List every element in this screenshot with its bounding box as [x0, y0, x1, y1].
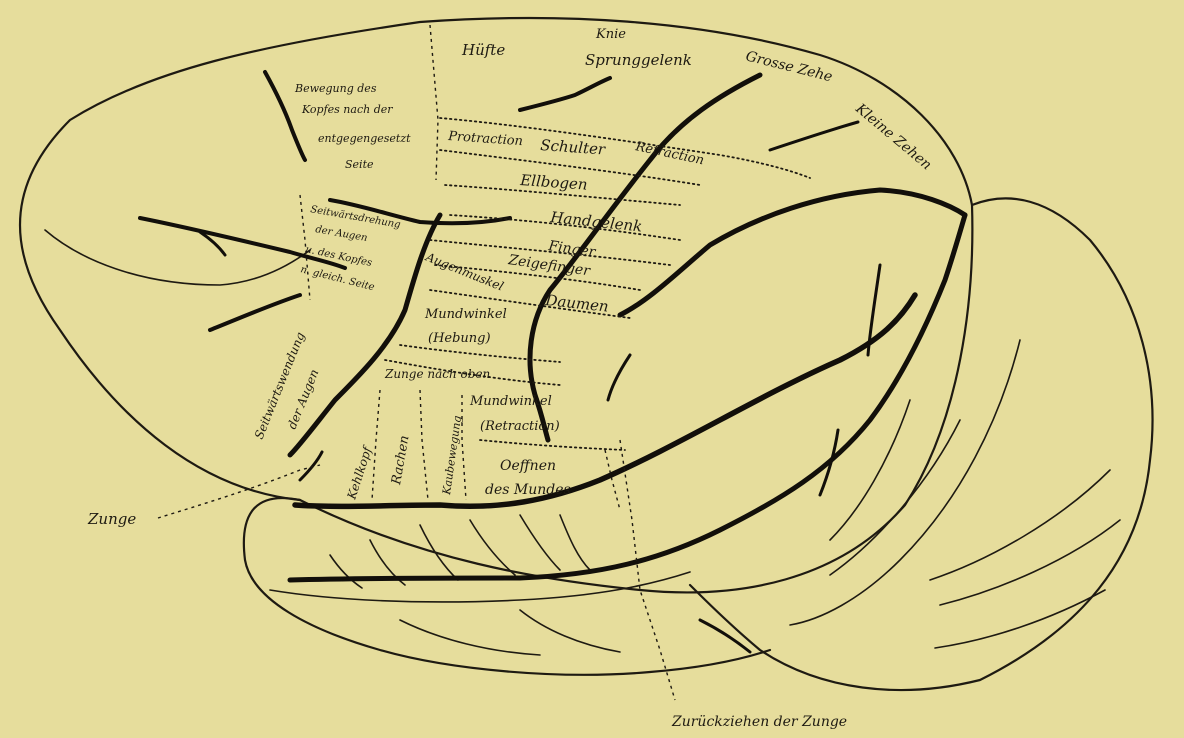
temporal-ridge-5: [520, 515, 560, 570]
label-kopf-3: entgegengesetzt: [318, 132, 411, 145]
temporal-ridge-6: [560, 515, 590, 570]
label-knie: Knie: [595, 27, 626, 42]
label-grosse-zehe: Grosse Zehe: [744, 48, 834, 85]
superior-temporal-sulcus: [290, 215, 965, 580]
temporal-ridge-3: [420, 525, 458, 580]
label-kleine-zehen: Kleine Zehen: [852, 100, 935, 173]
label-kopf-4: Seite: [345, 158, 374, 171]
label-rachen: Rachen: [389, 434, 413, 486]
small-sulcus-mouth: [608, 355, 630, 400]
parietal-sulcus-2: [770, 122, 858, 150]
central-sulcus: [530, 75, 760, 440]
label-zurueckziehen: Zurückziehen der Zunge: [671, 714, 847, 730]
label-augen-4: n. gleich. Seite: [299, 264, 375, 293]
band-line-1: [440, 118, 810, 178]
label-daumen: Daumen: [544, 291, 610, 316]
boundary-vertical-3: [620, 440, 675, 700]
band-line-10: [480, 440, 625, 450]
arcuate-sulcus: [140, 218, 345, 268]
label-protraction: Protraction: [447, 129, 524, 149]
frontal-small-sulcus: [210, 295, 300, 330]
label-zunge-nach-oben: Zunge nach oben: [384, 367, 490, 381]
label-kaubewegung: Kaubewegung: [440, 415, 464, 497]
label-oeffnen-2: des Mundes: [485, 482, 571, 498]
boundary-vertical-1: [430, 25, 438, 180]
boundary-zunge: [158, 465, 320, 518]
label-sprunggelenk: Sprunggelenk: [585, 51, 692, 69]
label-zunge: Zunge: [87, 510, 136, 528]
label-kopf-1: Bewegung des: [294, 82, 377, 95]
boundary-vertical-7: [605, 450, 620, 510]
lower-ridge-2: [400, 620, 540, 655]
temporal-ridge-1: [330, 555, 362, 588]
label-mundwinkel-retraction-2: (Retraction): [480, 419, 560, 434]
band-line-8: [400, 345, 560, 362]
label-kopf-2: Kopfes nach der: [301, 103, 393, 116]
label-mundwinkel-retraction-1: Mundwinkel: [469, 394, 552, 409]
label-kehlkopf: Kehlkopf: [344, 443, 375, 502]
boundary-vertical-5: [420, 390, 428, 500]
label-mundwinkel-hebung-2: (Hebung): [428, 331, 491, 346]
label-augenmuskel: Augenmuskel: [423, 249, 506, 293]
parietal-sulcus: [520, 78, 610, 110]
label-schulter: Schulter: [540, 136, 607, 159]
label-huefte: Hüfte: [461, 41, 505, 59]
sylvian-fissure: [295, 295, 915, 506]
cerebellum-fold-2: [930, 470, 1110, 580]
label-oeffnen-1: Oeffnen: [500, 458, 556, 474]
label-ellbogen: Ellbogen: [519, 171, 588, 194]
boundary-vertical-6: [462, 395, 466, 500]
label-mundwinkel-hebung-1: Mundwinkel: [424, 307, 507, 322]
frontal-inner-line: [45, 230, 310, 285]
cerebellum-outline: [690, 198, 1153, 690]
boundary-vertical-4: [372, 390, 380, 500]
label-augen-2: der Augen: [314, 224, 368, 244]
lower-ridge-1: [520, 610, 620, 652]
